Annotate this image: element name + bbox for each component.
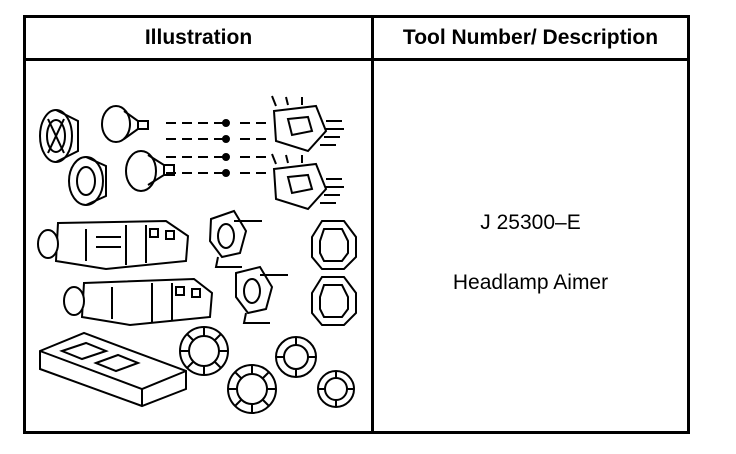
aimer-unit-icon bbox=[63, 277, 214, 327]
target-ring-icon bbox=[179, 326, 229, 376]
tool-name: Headlamp Aimer bbox=[452, 271, 609, 294]
target-ring-icon bbox=[275, 336, 317, 378]
level-mirror-icon bbox=[235, 265, 288, 324]
tool-table: Illustration Tool Number/ Description bbox=[23, 15, 690, 434]
header-divider bbox=[26, 58, 687, 61]
header-tool-description: Tool Number/ Description bbox=[402, 26, 659, 49]
adapter-ring-icon bbox=[311, 276, 357, 326]
level-mirror-icon bbox=[208, 209, 262, 268]
mounting-bracket-icon bbox=[271, 153, 344, 211]
column-divider bbox=[371, 18, 374, 431]
adapter-cone-icon bbox=[39, 109, 79, 163]
mounting-bracket-icon bbox=[271, 95, 344, 153]
aimer-unit-icon bbox=[37, 219, 190, 271]
tool-number: J 25300–E bbox=[480, 211, 581, 234]
target-ring-icon bbox=[317, 370, 355, 408]
headlamp-aimer-kit-illustration-icon bbox=[26, 61, 371, 431]
adapter-cone-icon bbox=[101, 105, 149, 143]
adapter-ring-icon bbox=[311, 220, 357, 270]
tool-description-cell: J 25300–E Headlamp Aimer bbox=[374, 61, 687, 431]
adapter-pins-icon bbox=[166, 119, 266, 177]
adapter-cone-icon bbox=[68, 156, 107, 206]
target-ring-icon bbox=[227, 364, 277, 414]
header-illustration: Illustration bbox=[144, 26, 253, 49]
adapter-cone-icon bbox=[125, 150, 175, 192]
carrying-case-icon bbox=[39, 331, 187, 408]
